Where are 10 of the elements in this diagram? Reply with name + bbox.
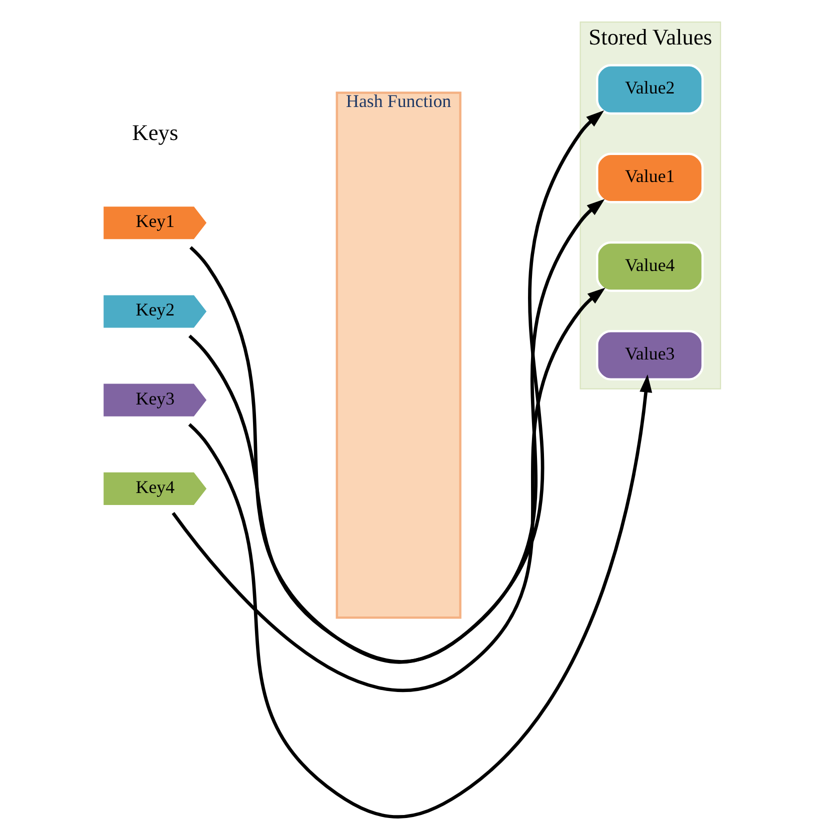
node-box: Value4 xyxy=(596,241,704,292)
arrow xyxy=(188,374,652,818)
arrow xyxy=(188,110,604,664)
arrow xyxy=(172,288,606,692)
node-box: Value1 xyxy=(596,152,704,204)
node-box: Hash Function xyxy=(336,92,462,619)
node-box: Value3 xyxy=(596,330,704,380)
arrow xyxy=(189,199,605,664)
node-box: Value2 xyxy=(596,64,704,115)
label: Keys xyxy=(132,120,178,145)
